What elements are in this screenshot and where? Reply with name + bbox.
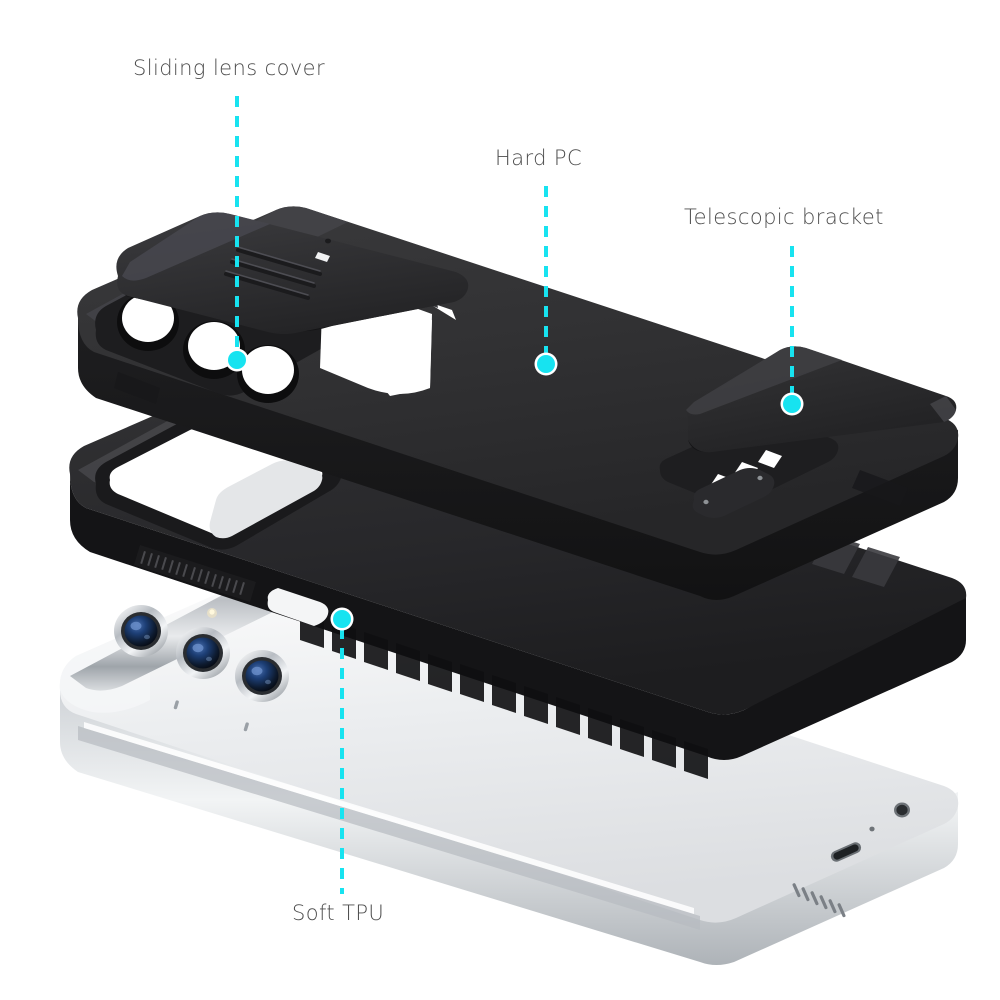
callout-line-telescopic-bracket [790, 246, 794, 398]
callout-dot-sliding-lens-cover[interactable] [228, 351, 246, 369]
phone-device [59, 570, 959, 965]
sliding-lens-cover-part [116, 212, 469, 334]
callout-line-hard-pc [544, 186, 548, 358]
callout-label-sliding-lens-cover: Sliding lens cover [133, 56, 326, 80]
callout-dot-hard-pc[interactable] [537, 355, 555, 373]
tpu-button-covers [134, 545, 329, 626]
callout-label-soft-tpu: Soft TPU [292, 901, 385, 925]
callout-label-telescopic-bracket: Telescopic bracket [684, 205, 884, 229]
speaker-grille [792, 883, 846, 918]
phone-side-buttons [173, 700, 249, 732]
callout-dot-soft-tpu[interactable] [333, 610, 351, 628]
callout-line-sliding-lens-cover [235, 96, 239, 356]
phone-bottom-ports [792, 802, 910, 918]
phone-camera-module [114, 605, 289, 702]
telescopic-bracket-part [686, 346, 957, 453]
callout-label-hard-pc: Hard PC [495, 146, 583, 170]
cover-grip-ridges [224, 248, 322, 300]
callout-line-soft-tpu [340, 628, 344, 894]
tpu-wall-ridges [300, 610, 708, 779]
callout-dot-telescopic-bracket[interactable] [783, 395, 801, 413]
